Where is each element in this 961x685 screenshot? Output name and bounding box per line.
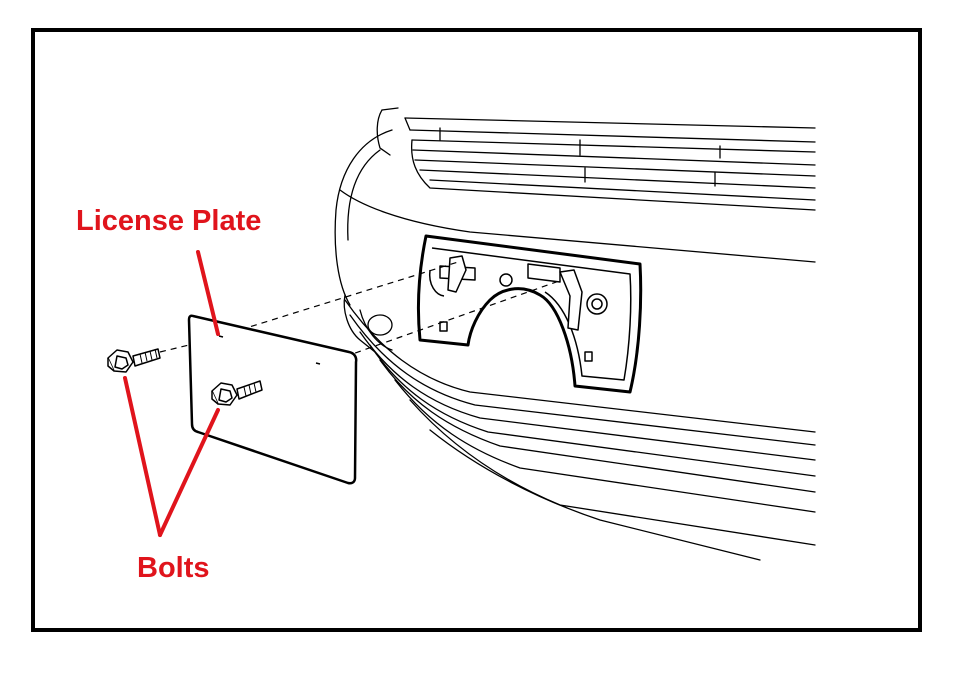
- callout-leaders: [123, 250, 220, 537]
- leader-bolt-upper: [123, 376, 162, 537]
- diagram-frame: [31, 28, 922, 632]
- car-front-bumper: [334, 107, 816, 561]
- label-bolts: Bolts: [137, 552, 210, 584]
- bolt-upper: [107, 348, 161, 373]
- leader-bolt-lower: [158, 408, 220, 537]
- license-plate-bracket: [416, 234, 643, 394]
- leader-license-plate: [196, 250, 220, 336]
- label-license-plate: License Plate: [76, 205, 261, 237]
- guide-line-lower-plate: [323, 279, 563, 365]
- license-plate: [187, 314, 358, 485]
- bolt-lower: [211, 380, 263, 406]
- guide-line-upper-plate: [229, 261, 459, 334]
